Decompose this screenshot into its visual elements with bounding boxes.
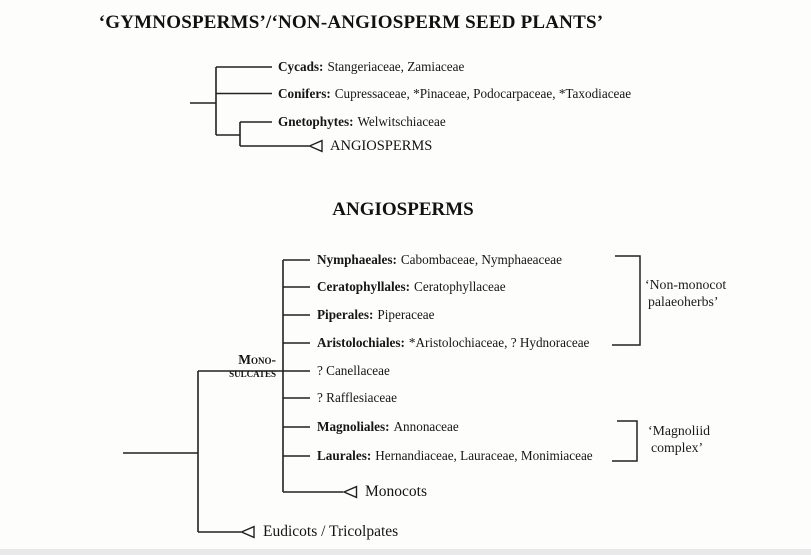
bracket-label-line1: ‘Non-monocot <box>645 277 727 292</box>
non-monocot-palaeoherbs-label: ‘Non-monocot palaeoherbs’ <box>645 276 726 310</box>
taxon-row-ceratophyllales: Ceratophyllales:Ceratophyllaceae <box>317 279 506 295</box>
bracket-label-line2: palaeoherbs’ <box>648 294 719 309</box>
taxon-row-canellaceae: ? Canellaceae <box>317 363 390 379</box>
collapsed-clade-angiosperms: ANGIOSPERMS <box>330 138 433 154</box>
taxon-name: Conifers: <box>278 86 331 101</box>
clade-label-line2: sulcates <box>229 365 276 380</box>
bracket-label-line1: ‘Magnoliid <box>648 423 711 438</box>
scan-edge-artifact <box>0 549 811 555</box>
taxon-families: *Aristolochiaceae, ? Hydnoraceae <box>408 335 590 350</box>
taxon-name: Nymphaeales: <box>317 252 397 267</box>
eudicots-clade-triangle-icon <box>239 525 255 539</box>
angiosperms-clade-triangle-icon <box>307 139 323 153</box>
taxon-families: Hernandiaceae, Lauraceae, Monimiaceae <box>375 448 593 463</box>
angiosperm-tree-branches <box>123 259 343 533</box>
taxon-families: Annonaceae <box>393 419 459 434</box>
taxon-families: Ceratophyllaceae <box>414 279 506 294</box>
non-monocot-bracket <box>612 255 641 346</box>
taxon-row-laurales: Laurales:Hernandiaceae, Lauraceae, Monim… <box>317 448 593 464</box>
gymnosperm-tree-branches <box>190 66 309 147</box>
taxon-families: ? Canellaceae <box>317 363 390 378</box>
angiosperms-title: ANGIOSPERMS <box>332 199 474 220</box>
magnoliid-bracket <box>612 420 638 462</box>
taxon-families: Cabombaceae, Nymphaeaceae <box>400 252 562 267</box>
group-brackets <box>612 255 641 462</box>
taxon-families: ? Rafflesiaceae <box>317 390 397 405</box>
taxon-row-nymphaeales: Nymphaeales:Cabombaceae, Nymphaeaceae <box>317 252 562 268</box>
collapsed-clade-monocots: Monocots <box>365 483 427 500</box>
taxon-name: Piperales: <box>317 307 374 322</box>
taxon-name: Laurales: <box>317 448 372 463</box>
taxon-families: Piperaceae <box>377 307 435 322</box>
taxon-families: Stangeriaceae, Zamiaceae <box>327 59 465 74</box>
taxon-row-aristolochiales: Aristolochiales:*Aristolochiaceae, ? Hyd… <box>317 335 589 351</box>
taxon-name: Aristolochiales: <box>317 335 405 350</box>
taxon-name: Magnoliales: <box>317 419 390 434</box>
taxon-row-conifers: Conifers:Cupressaceae, *Pinaceae, Podoca… <box>278 86 631 102</box>
taxon-row-rafflesiaceae: ? Rafflesiaceae <box>317 390 397 406</box>
monosulcates-clade-label: Mono- sulcates <box>186 352 276 380</box>
clade-label-line1: Mono- <box>238 352 276 367</box>
taxon-row-magnoliales: Magnoliales:Annonaceae <box>317 419 459 435</box>
taxon-row-cycads: Cycads:Stangeriaceae, Zamiaceae <box>278 59 464 75</box>
bracket-label-line2: complex’ <box>651 440 704 455</box>
taxon-name: Gnetophytes: <box>278 114 354 129</box>
gymnosperms-title: ‘GYMNOSPERMS’/‘NON-ANGIOSPERM SEED PLANT… <box>98 12 604 33</box>
taxon-row-gnetophytes: Gnetophytes:Welwitschiaceae <box>278 114 446 130</box>
monocots-clade-triangle-icon <box>342 485 358 499</box>
taxon-row-piperales: Piperales:Piperaceae <box>317 307 435 323</box>
taxon-name: Ceratophyllales: <box>317 279 411 294</box>
taxon-name: Cycads: <box>278 59 324 74</box>
taxon-families: Cupressaceae, *Pinaceae, Podocarpaceae, … <box>334 86 632 101</box>
taxon-families: Welwitschiaceae <box>357 114 446 129</box>
collapsed-clade-eudicots: Eudicots / Tricolpates <box>263 523 399 540</box>
magnoliid-complex-label: ‘Magnoliid complex’ <box>648 422 710 456</box>
